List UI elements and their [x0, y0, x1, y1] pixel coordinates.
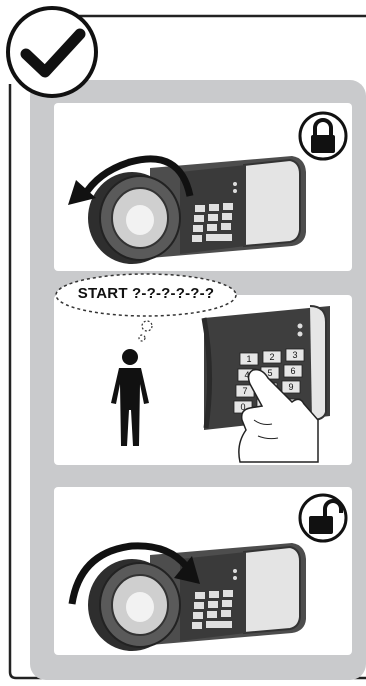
- panel-step-1: [54, 103, 352, 271]
- key-2: 2: [269, 352, 274, 362]
- key-1: 1: [246, 354, 251, 364]
- key-7: 7: [242, 386, 247, 396]
- lock-open-icon: [300, 495, 346, 541]
- lock-closed-icon: [300, 113, 346, 159]
- key-3: 3: [292, 350, 297, 360]
- key-6: 6: [290, 366, 295, 376]
- key-5: 5: [267, 368, 272, 378]
- panel-step-2: 1 2 3 4 5 6 7 8 9 0: [54, 274, 352, 465]
- checkmark-badge: [8, 8, 96, 96]
- key-9: 9: [288, 382, 293, 392]
- thought-bubble-text: START ?-?-?-?-?-?: [68, 285, 224, 302]
- panel-step-3: [54, 487, 352, 655]
